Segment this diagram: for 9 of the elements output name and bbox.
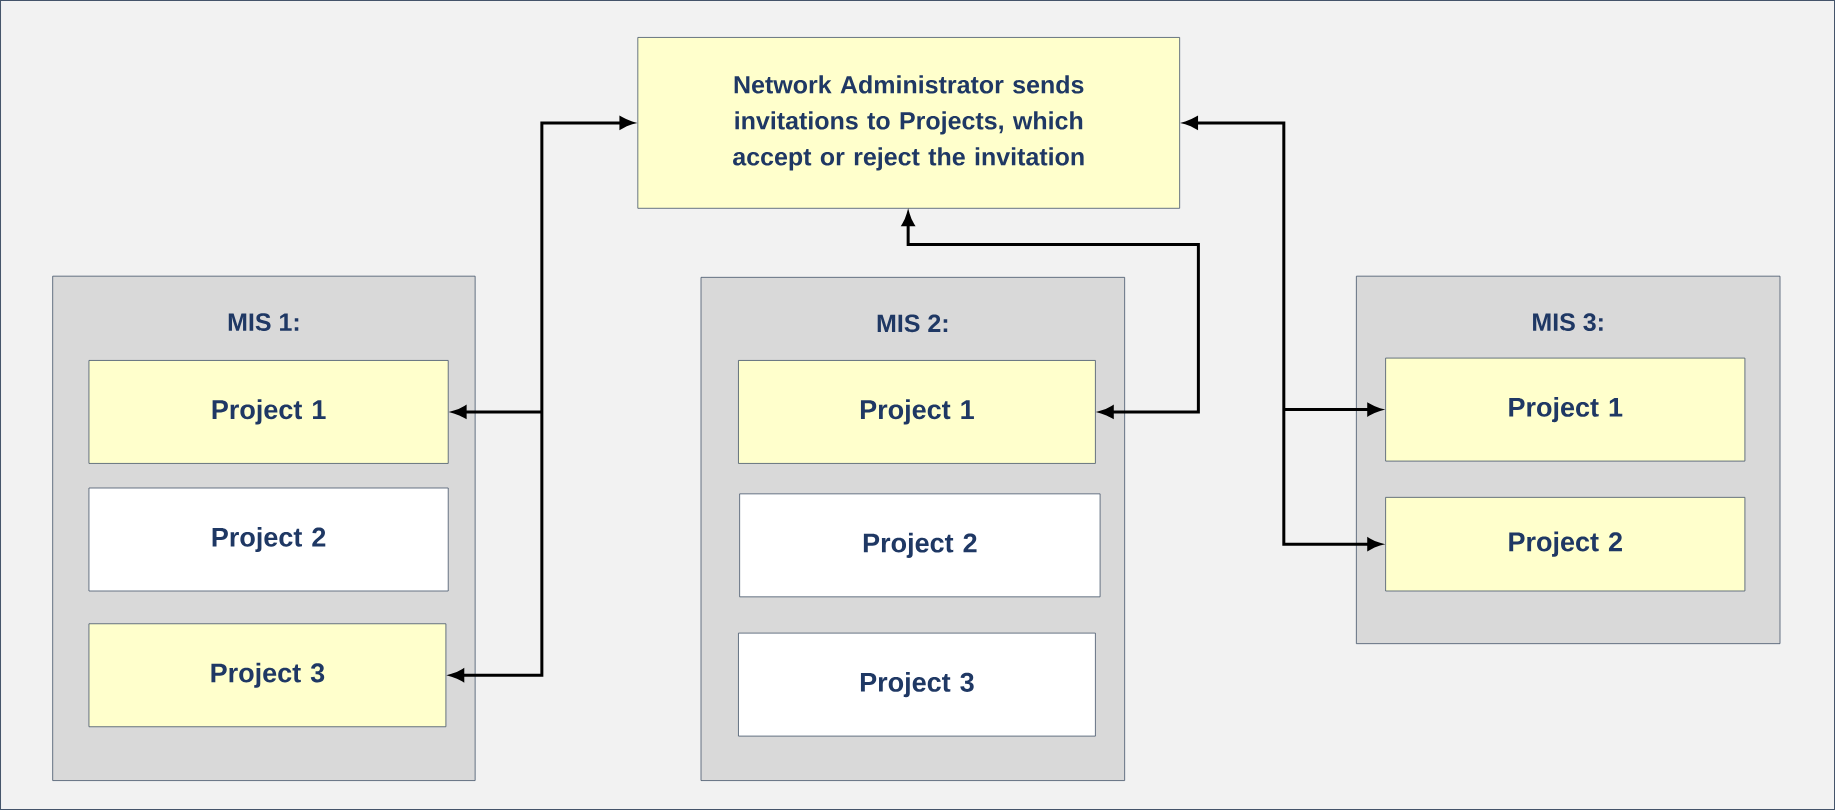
project-box: Project 1 <box>1385 357 1746 462</box>
project-box: Project 3 <box>88 623 447 728</box>
project-box: Project 2 <box>88 487 449 592</box>
note-box: Network Administrator sends invitations to Projects, which accept or reject the invitation <box>637 37 1181 209</box>
project-box: Project 1 <box>738 360 1096 464</box>
project-box: Project 1 <box>88 360 449 464</box>
project-box: Project 2 <box>1385 496 1746 592</box>
project-box: Project 3 <box>738 632 1096 737</box>
project-box: Project 2 <box>739 493 1101 598</box>
